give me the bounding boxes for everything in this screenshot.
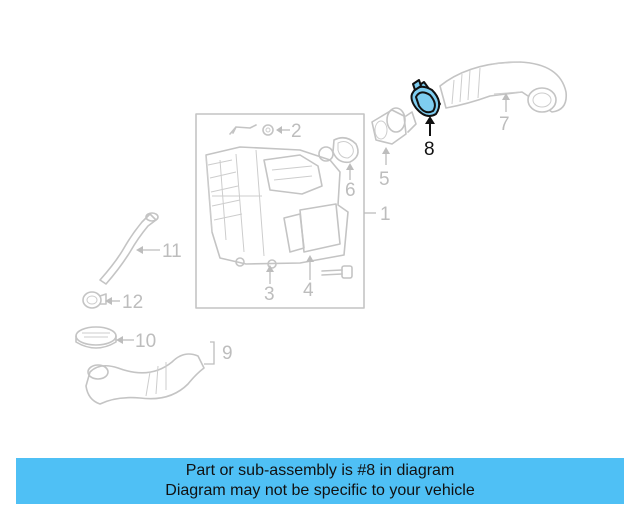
part-2-bracket: 2 <box>229 121 302 142</box>
part-8-clamp-highlighted[interactable]: 8 <box>410 79 441 160</box>
bolt <box>321 265 353 279</box>
callout-2: 2 <box>291 121 302 142</box>
air-cleaner-housing: 3 4 <box>205 146 349 305</box>
callout-1: 1 <box>380 204 391 225</box>
callout-12: 12 <box>122 292 143 313</box>
callout-9: 9 <box>222 343 233 364</box>
part-10-filter-element: 10 <box>75 326 156 352</box>
air-cleaner-assembly-box: 1 <box>195 113 391 309</box>
callout-8: 8 <box>424 139 435 160</box>
part-9-lower-duct: 9 <box>85 341 233 405</box>
banner-line-part: Part or sub-assembly is #8 in diagram <box>185 462 455 479</box>
part-12-clamp: 12 <box>82 291 143 313</box>
callout-4: 4 <box>303 280 314 301</box>
info-banner: Part or sub-assembly is #8 in diagram Di… <box>16 458 624 504</box>
callout-10: 10 <box>135 331 156 352</box>
part-11-breather-hose: 11 <box>99 212 182 285</box>
callout-5: 5 <box>379 169 390 190</box>
callout-11: 11 <box>162 241 182 262</box>
callout-7: 7 <box>499 114 510 135</box>
part-5-adapter: 5 <box>371 107 417 190</box>
banner-line-disclaimer: Diagram may not be specific to your vehi… <box>165 482 475 499</box>
part-7-intake-duct: 7 <box>439 61 568 135</box>
part-6-gasket: 6 <box>332 136 359 201</box>
callout-6: 6 <box>345 180 356 201</box>
callout-3: 3 <box>264 284 275 305</box>
parts-diagram: 1 2 3 4 6 <box>75 61 568 405</box>
